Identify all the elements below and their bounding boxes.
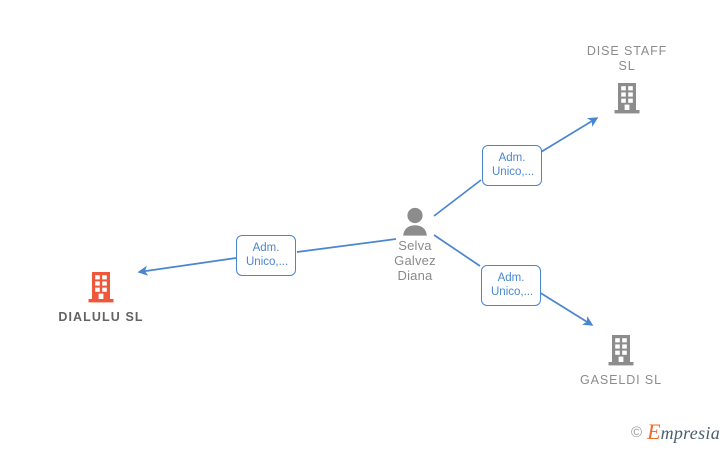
- edge-gaseldi: [433, 234, 594, 326]
- building-icon: [611, 81, 643, 115]
- empresia-logo: Empresia: [647, 419, 720, 444]
- empresia-logo-initial: E: [647, 419, 661, 444]
- person-icon: [398, 206, 432, 238]
- edge-dialulu: [137, 238, 397, 276]
- building-icon: [85, 270, 117, 304]
- copyright-icon: ©: [631, 424, 643, 441]
- node-person-selva-galvez-diana[interactable]: Selva Galvez Diana: [378, 206, 452, 283]
- node-company-label-gaseldi-sl: GASELDI SL: [580, 373, 662, 387]
- empresia-logo-text: mpresia: [660, 423, 720, 443]
- relation-label-gaseldi[interactable]: Adm. Unico,...: [481, 265, 541, 306]
- node-company-dise-staff-sl[interactable]: DISE STAFF SL: [567, 44, 687, 115]
- empresia-watermark: © Empresia: [631, 419, 720, 444]
- relation-label-dise-staff[interactable]: Adm. Unico,...: [482, 145, 542, 186]
- edge-dise-staff: [433, 117, 599, 217]
- node-person-label: Selva Galvez Diana: [394, 238, 436, 283]
- building-icon: [605, 333, 637, 367]
- node-company-label-dialulu-sl: DIALULU SL: [58, 310, 144, 324]
- node-company-dialulu-sl[interactable]: DIALULU SL: [41, 270, 161, 325]
- relation-label-dialulu[interactable]: Adm. Unico,...: [236, 235, 296, 276]
- node-company-gaseldi-sl[interactable]: GASELDI SL: [561, 333, 681, 388]
- node-company-label-dise-staff-sl: DISE STAFF SL: [586, 44, 668, 73]
